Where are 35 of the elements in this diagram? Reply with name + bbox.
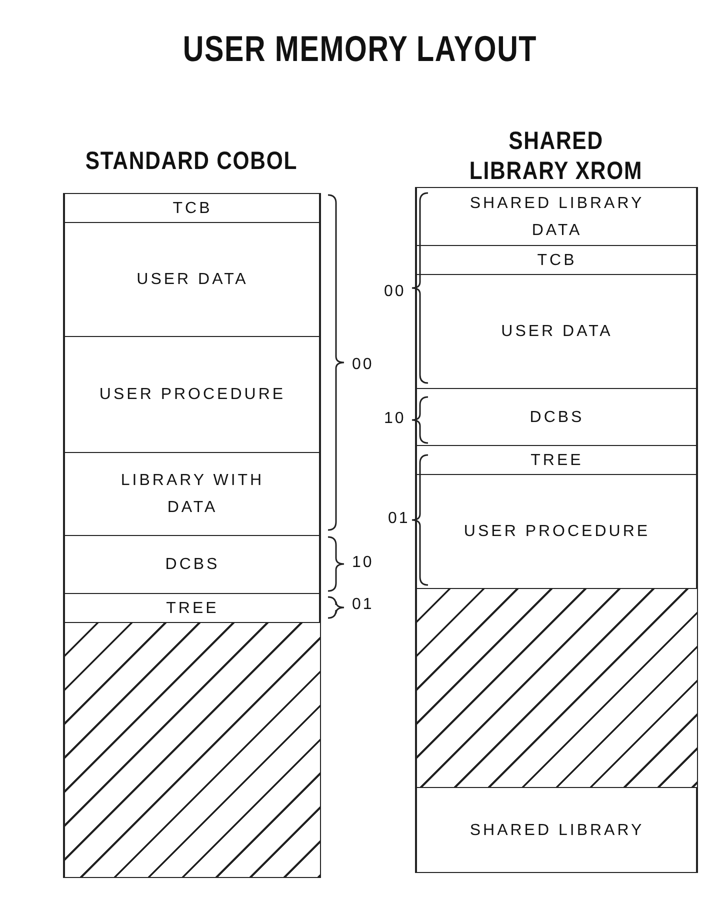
memory-segment (416, 445, 698, 475)
diagram-title: USER MEMORY LAYOUT (182, 28, 538, 70)
segment-label: USER DATA (501, 322, 613, 342)
memory-segment (416, 187, 698, 246)
segment-label: SHARED LIBRARY DATA (468, 194, 646, 240)
memory-segment (64, 336, 321, 453)
free-memory-area (64, 622, 321, 878)
segment-label: DCBS (165, 555, 220, 575)
memory-segment (64, 193, 321, 223)
memory-segment (416, 245, 698, 275)
region-code-label: 10 (352, 554, 374, 572)
region-code-label: 00 (352, 356, 374, 374)
segment-label: TREE (166, 598, 219, 618)
segment-label: TREE (530, 450, 584, 470)
region-code-label: 01 (352, 596, 374, 614)
region-code-label: 00 (384, 283, 406, 301)
region-code-label: 01 (388, 510, 410, 528)
segment-label: USER PROCEDURE (464, 522, 650, 542)
segment-label: USER PROCEDURE (99, 385, 286, 405)
memory-segment (416, 388, 698, 446)
column-heading: SHARED LIBRARY XROM (468, 126, 644, 186)
column-heading: STANDARD COBOL (85, 147, 298, 175)
segment-label: DCBS (530, 408, 584, 428)
segment-label: TCB (172, 198, 212, 218)
memory-segment (416, 787, 698, 873)
free-memory-area (416, 588, 698, 788)
segment-label: USER DATA (136, 270, 248, 290)
memory-segment (416, 274, 698, 389)
segment-label: LIBRARY WITH DATA (120, 471, 266, 518)
segment-label: TCB (537, 250, 577, 270)
region-code-label: 10 (384, 410, 406, 428)
memory-segment (64, 452, 321, 536)
segment-label: SHARED LIBRARY (470, 820, 644, 840)
memory-segment (64, 222, 321, 337)
memory-segment (64, 535, 321, 594)
